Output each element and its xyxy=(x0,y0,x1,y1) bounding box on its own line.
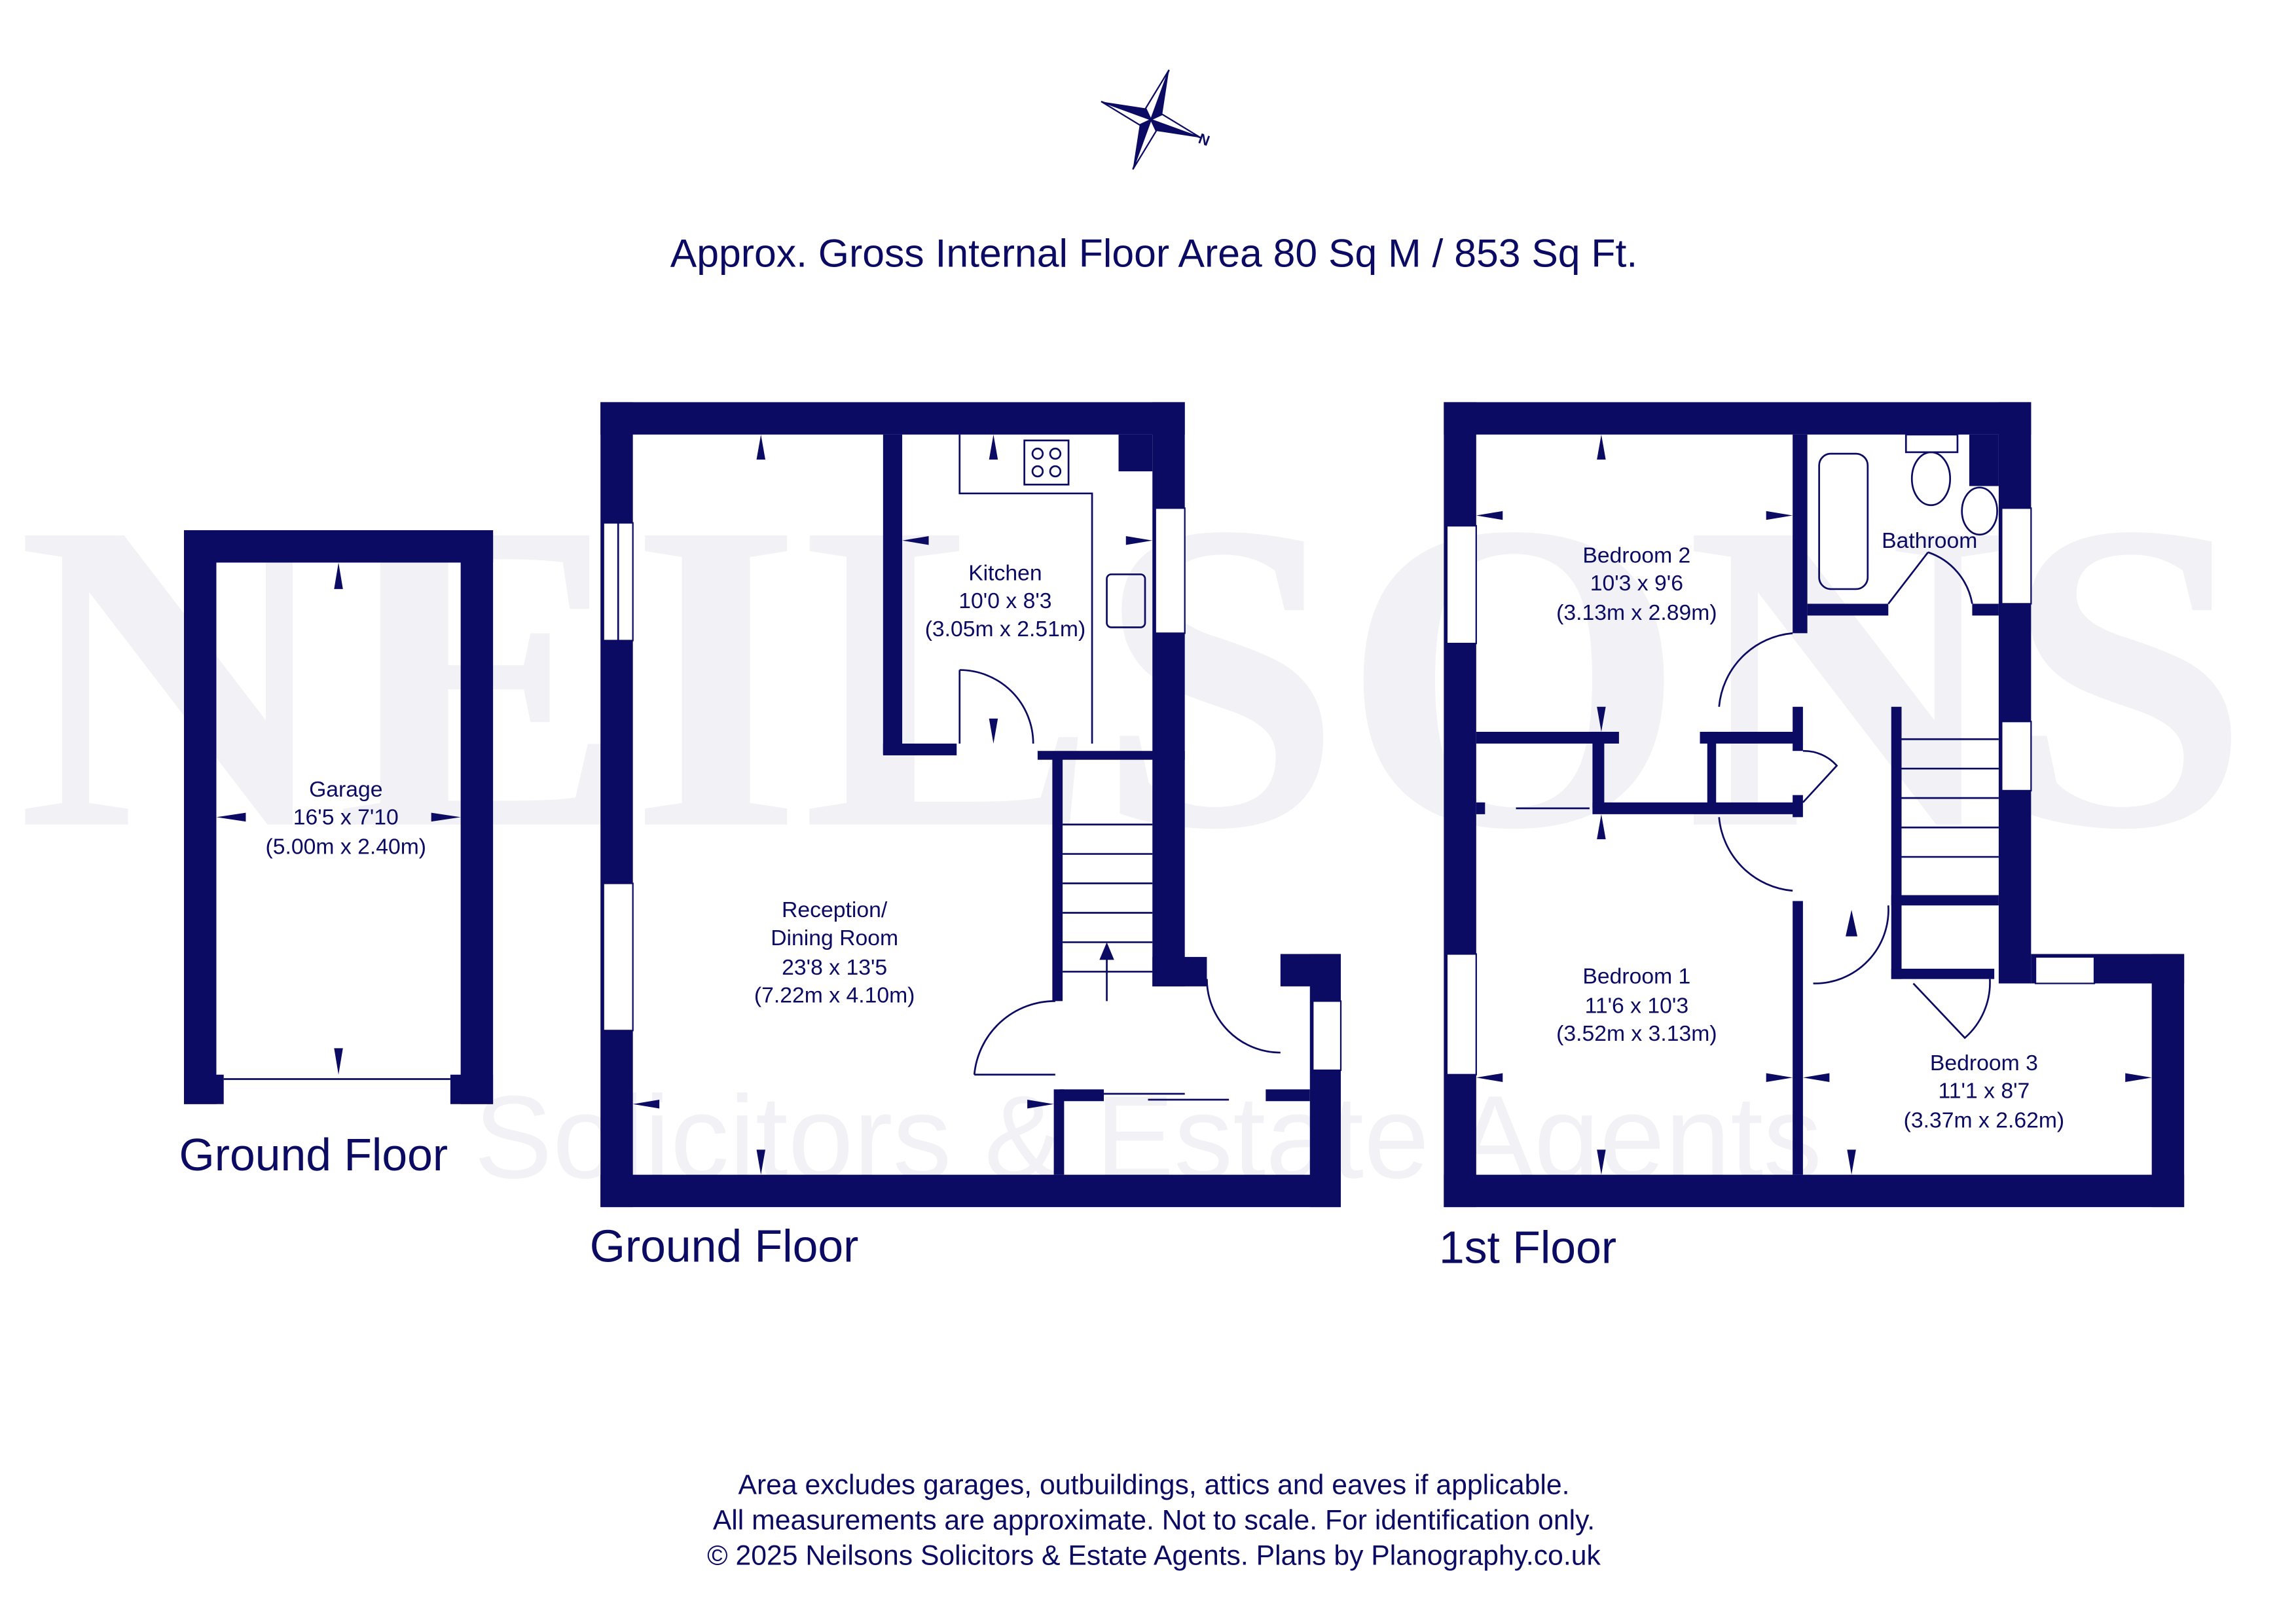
footer-line-2: All measurements are approximate. Not to… xyxy=(713,1504,1595,1536)
dimension-arrow-icon xyxy=(431,812,461,822)
page-title: Approx. Gross Internal Floor Area 80 Sq … xyxy=(670,231,1637,276)
kitchen-name: Kitchen xyxy=(968,560,1042,585)
kitchen-metric: (3.05m x 2.51m) xyxy=(925,617,1085,641)
bedroom-3-imperial: 11'1 x 8'7 xyxy=(1939,1079,2030,1104)
bedroom-2-imperial: 10'3 x 9'6 xyxy=(1590,571,1683,596)
garage-imperial: 16'5 x 7'10 xyxy=(293,805,399,830)
footer-line-3: © 2025 Neilsons Solicitors & Estate Agen… xyxy=(707,1540,1601,1571)
bath-icon xyxy=(1818,452,1869,590)
ground-floor-plan xyxy=(600,402,1342,1208)
garage-name: Garage xyxy=(309,777,382,802)
kitchen-imperial: 10'0 x 8'3 xyxy=(958,588,1051,613)
basin-icon xyxy=(1961,486,1998,536)
floor-label-first: 1st Floor xyxy=(1439,1222,1616,1273)
staircase xyxy=(1063,823,1153,1001)
footer-line-1: Area excludes garages, outbuildings, att… xyxy=(738,1469,1569,1500)
dimension-arrow-icon xyxy=(334,1048,343,1075)
garage-plan xyxy=(184,530,494,1104)
first-floor-plan xyxy=(1444,402,2185,1208)
reception-name-2: Dining Room xyxy=(771,926,898,950)
bedroom-2-metric: (3.13m x 2.89m) xyxy=(1556,600,1717,625)
reception-metric: (7.22m x 4.10m) xyxy=(754,983,915,1008)
watermark-brand: NEILSONS xyxy=(17,431,2250,920)
floor-label-garage: Ground Floor xyxy=(179,1129,448,1180)
garage-metric: (5.00m x 2.40m) xyxy=(266,835,426,859)
reception-name: Reception/ xyxy=(782,897,888,922)
hob-icon xyxy=(1023,439,1070,486)
reception-imperial: 23'8 x 13'5 xyxy=(782,955,887,980)
floor-label-ground: Ground Floor xyxy=(590,1220,859,1271)
watermark: NEILSONS Solicitors & Estate Agents xyxy=(17,431,2250,1204)
dimension-arrow-icon xyxy=(216,812,246,822)
bedroom-1-metric: (3.52m x 3.13m) xyxy=(1556,1021,1717,1046)
bedroom-3-name: Bedroom 3 xyxy=(1930,1051,2038,1075)
dimension-arrow-icon xyxy=(334,562,343,589)
bedroom-3-metric: (3.37m x 2.62m) xyxy=(1904,1108,2064,1133)
staircase xyxy=(1901,738,1999,858)
bedroom-1-name: Bedroom 1 xyxy=(1582,964,1690,988)
sink-icon xyxy=(1106,573,1146,628)
bedroom-1-imperial: 11'6 x 10'3 xyxy=(1585,993,1689,1018)
bathroom-name: Bathroom xyxy=(1882,528,1977,553)
compass-north-label: N xyxy=(1196,130,1212,149)
bedroom-2-name: Bedroom 2 xyxy=(1582,543,1690,568)
toilet-icon xyxy=(1904,433,1959,507)
compass-icon xyxy=(1101,69,1201,170)
